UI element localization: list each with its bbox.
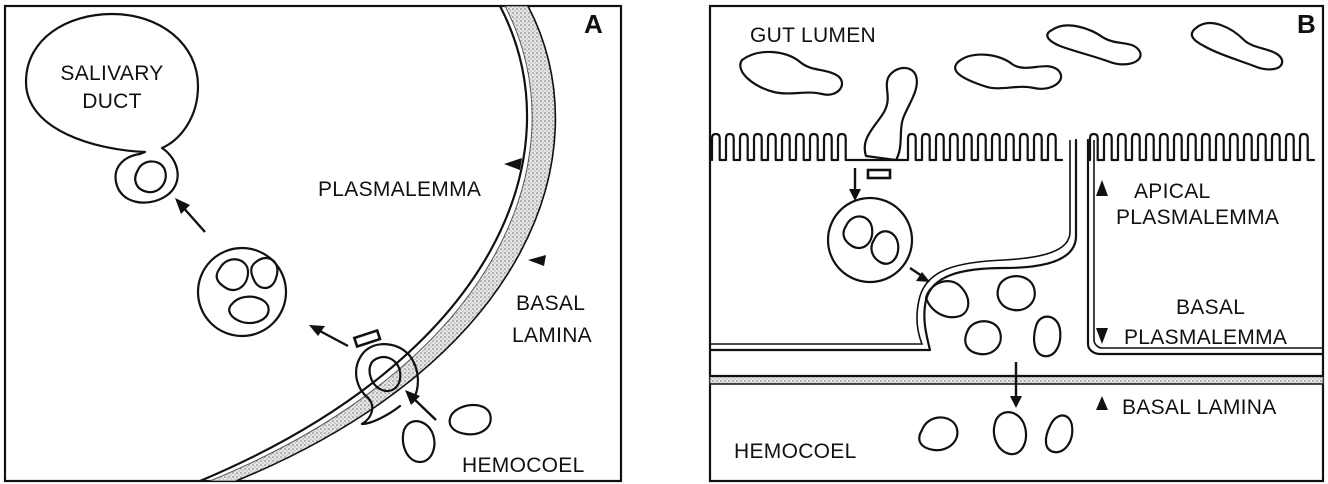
basal-lamina-pointer: [1096, 396, 1108, 410]
lumen-particle: [1047, 25, 1140, 64]
apical-pointer: [1096, 180, 1108, 196]
coat-receptor: [868, 170, 890, 178]
salivary-duct-label-2: DUCT: [82, 90, 142, 113]
salivary-duct-label-1: SALIVARY: [60, 62, 163, 85]
epithelial-cell-left-boundary: [710, 140, 1076, 350]
basal-lamina-pointer: [528, 255, 546, 266]
apical-label-1: APICAL: [1134, 180, 1211, 203]
apical-microvilli-right: [1090, 134, 1314, 160]
basal-lamina-label: BASAL LAMINA: [1122, 396, 1277, 419]
gut-lumen-label: GUT LUMEN: [750, 24, 876, 47]
basal-plasmalemma-pointer: [1096, 328, 1108, 344]
basal-lamina-band: [210, 6, 555, 481]
hemocoel-particle: [994, 412, 1026, 454]
released-particle: [965, 321, 1000, 354]
panel-a-letter: A: [584, 9, 603, 39]
lumen-particle: [740, 52, 842, 95]
panel-a: A SALIVARY DUCT PLASMALEMMA BASAL LAMINA…: [5, 6, 621, 481]
hemocoel-particle: [919, 417, 957, 450]
panel-b-letter: B: [1297, 9, 1316, 39]
hemocoel-label: HEMOCOEL: [462, 454, 585, 477]
basal-plasmalemma-label-1: BASAL: [1176, 296, 1245, 319]
plasmalemma-pointer: [504, 158, 522, 170]
apical-label-2: PLASMALEMMA: [1116, 206, 1279, 229]
epithelial-cell-right-boundary: [1088, 140, 1323, 354]
basal-plasmalemma-label-2: PLASMALEMMA: [1124, 326, 1287, 349]
fusing-vesicle: [926, 281, 968, 317]
released-particle: [1034, 317, 1060, 357]
plasmalemma-label: PLASMALEMMA: [318, 178, 481, 201]
lumen-particle: [1192, 23, 1282, 69]
duct-vesicle-content: [135, 161, 166, 192]
basal-lamina-label-1: BASAL: [516, 292, 585, 315]
released-particle: [998, 276, 1035, 310]
panel-b: B GUT LUMEN APICAL PLASMALEMMA BASAL PLA…: [710, 6, 1323, 481]
hemocoel-particle: [1046, 416, 1072, 453]
hemocoel-particle: [403, 421, 434, 462]
lumen-particle: [955, 55, 1061, 89]
basal-lamina-label-2: LAMINA: [512, 324, 592, 347]
hemocoel-label: HEMOCOEL: [734, 440, 857, 463]
hemocoel-particle: [450, 405, 491, 434]
apical-microvilli-left: [712, 134, 1062, 160]
